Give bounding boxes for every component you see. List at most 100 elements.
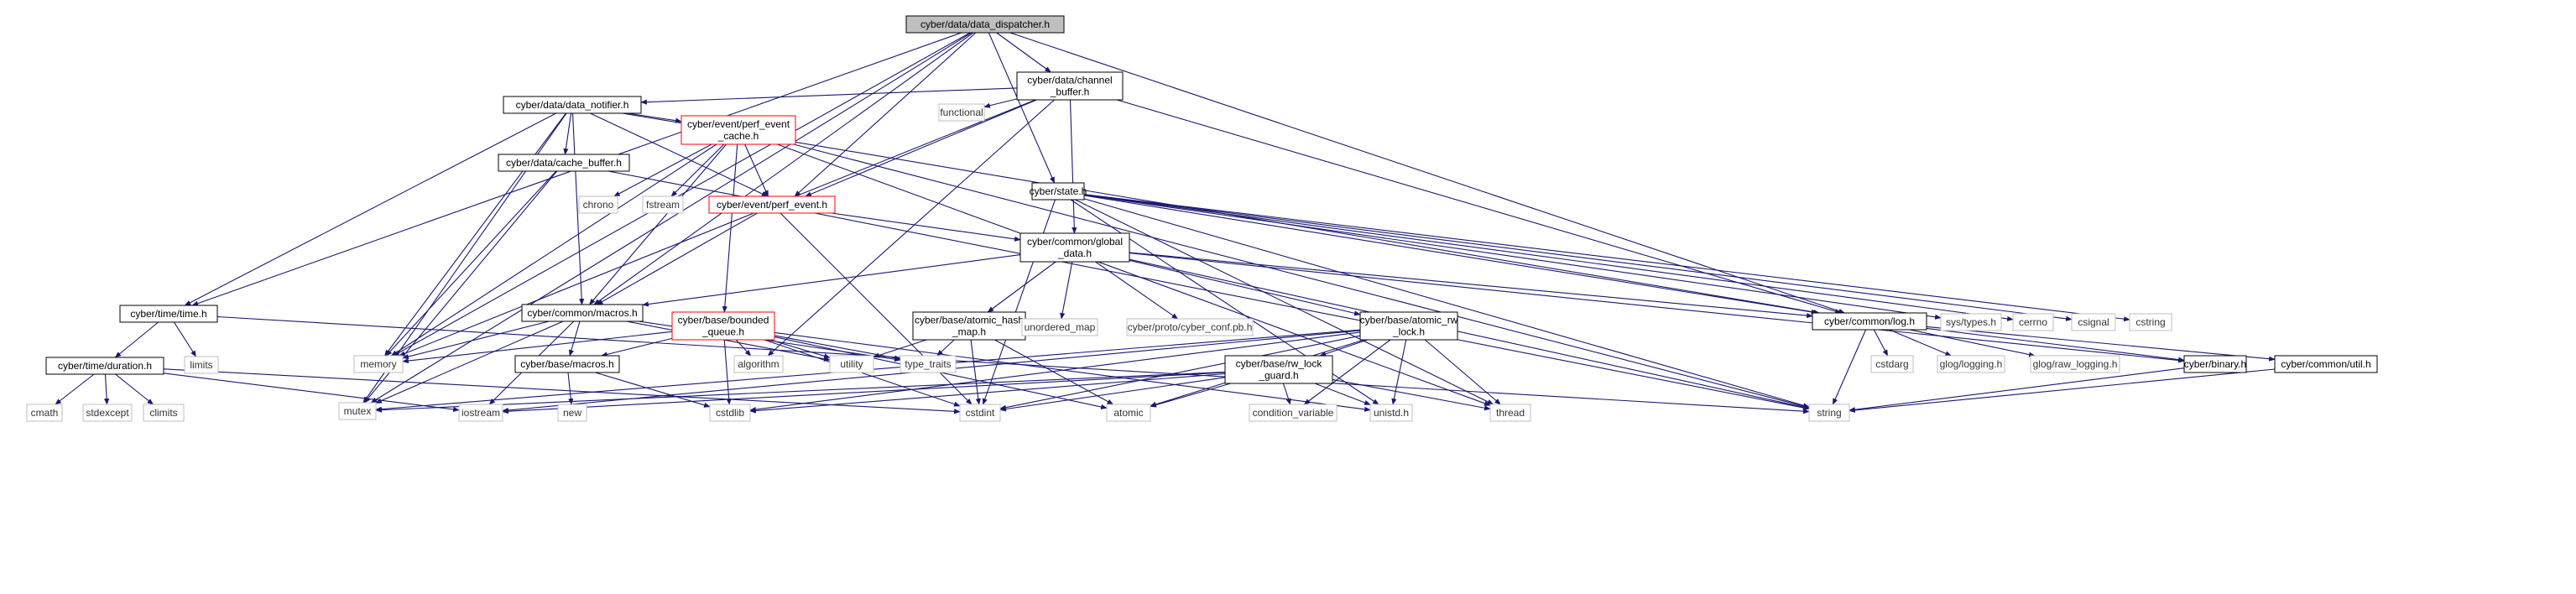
- edge-time-to-limits: [173, 321, 197, 357]
- node-cache-buffer[interactable]: cyber/data/cache_buffer.h: [498, 154, 630, 172]
- node-cmath: cmath: [26, 404, 63, 422]
- node-label: thread: [1496, 407, 1525, 419]
- node-global-data[interactable]: cyber/common/global_data.h: [1019, 232, 1130, 263]
- node-glog-raw-logging: glog/raw_logging.h: [2030, 355, 2120, 373]
- edge-duration-to-iostream: [163, 373, 460, 412]
- node-channel-buffer[interactable]: cyber/data/channel_buffer.h: [1016, 71, 1124, 101]
- node-label: cyber/base/macros.h: [520, 358, 613, 370]
- node-mutex: mutex: [338, 402, 377, 420]
- node-label: cyber/common/log.h: [1824, 315, 1915, 327]
- edge-rw_lock_guard-to-cstdlib: [749, 373, 1226, 414]
- node-cstdint: cstdint: [959, 404, 1001, 422]
- edge-log-to-binary: [1926, 327, 2185, 362]
- edge-macros_base-to-new: [567, 372, 574, 405]
- edge-perf_event_cache-to-string: [793, 143, 1810, 409]
- node-label: string: [1817, 407, 1841, 419]
- edge-rw_lock_guard-to-atomic: [1150, 383, 1231, 408]
- edge-data_notifier-to-perf_event_cache: [627, 112, 682, 123]
- edge-data_notifier-to-macros_common: [571, 112, 585, 305]
- edge-channel_buffer-to-memory: [399, 99, 1036, 357]
- node-cstring: cstring: [2129, 313, 2172, 331]
- edge-state-to-log: [1083, 195, 1818, 315]
- node-label: cyber/common/global: [1027, 236, 1123, 248]
- edge-atomic_rw_lock-to-unistd: [1391, 339, 1407, 405]
- node-new: new: [557, 404, 587, 422]
- node-time[interactable]: cyber/time/time.h: [119, 305, 218, 323]
- edge-root-to-state: [988, 32, 1056, 184]
- node-log[interactable]: cyber/common/log.h: [1812, 312, 1927, 331]
- node-label: cmath: [31, 407, 59, 419]
- node-label: cyber/base/bounded: [678, 315, 769, 326]
- node-type-traits: type_traits: [900, 355, 957, 373]
- node-label: cyber/time/duration.h: [58, 360, 152, 372]
- edge-root-to-log: [1009, 32, 1845, 314]
- node-unordered-map: unordered_map: [1021, 318, 1098, 336]
- edge-channel_buffer-to-functional: [983, 98, 1018, 108]
- edge-global_data-to-log: [1129, 252, 1813, 319]
- node-label: algorithm: [738, 358, 779, 370]
- node-label: cyber/data/data_dispatcher.h: [920, 18, 1050, 30]
- edge-data_notifier-to-memory: [384, 112, 566, 357]
- node-unistd: unistd.h: [1369, 404, 1413, 422]
- node-perf-event[interactable]: cyber/event/perf_event.h: [708, 195, 836, 214]
- edge-rw_lock_guard-to-cstdint: [999, 377, 1226, 412]
- node-macros-common[interactable]: cyber/common/macros.h: [521, 304, 644, 322]
- node-label: cyber/base/rw_lock: [1236, 358, 1323, 370]
- node-rw-lock-guard[interactable]: cyber/base/rw_lock_guard.h: [1224, 355, 1333, 384]
- node-label: condition_variable: [1253, 407, 1334, 419]
- edge-global_data-to-atomic_rw_lock: [1129, 259, 1361, 316]
- edge-binary-to-string: [1849, 367, 2185, 413]
- edge-global_data-to-binary: [1129, 253, 2185, 363]
- node-perf-event-cache[interactable]: cyber/event/perf_event_cache.h: [681, 115, 796, 145]
- edge-log-to-glog_logging: [1889, 329, 1953, 357]
- node-bounded-queue[interactable]: cyber/base/bounded_queue.h: [671, 311, 775, 341]
- node-label: cyber/data/channel: [1027, 75, 1112, 86]
- node-label: new: [563, 407, 581, 419]
- edge-bounded_queue-to-unistd: [774, 331, 1371, 412]
- node-label: csignal: [2078, 316, 2109, 328]
- edge-macros_common-to-utility: [626, 320, 831, 362]
- edge-atomic_rw_lock-to-thread: [1424, 339, 1501, 405]
- node-label: cyber/base/atomic_hash: [915, 315, 1024, 326]
- node-util[interactable]: cyber/common/util.h: [2274, 355, 2378, 373]
- edge-root-to-mutex: [370, 32, 973, 404]
- edge-atomic_rw_lock-to-rw_lock_guard: [1319, 339, 1368, 357]
- edge-duration-to-cmath: [55, 373, 95, 405]
- edge-rw_lock_guard-to-thread: [1332, 378, 1491, 411]
- edge-util-to-string: [1849, 368, 2276, 413]
- edge-rw_lock_guard-to-iostream: [502, 372, 1226, 414]
- node-utility: utility: [829, 355, 874, 373]
- node-atomic-rw-lock[interactable]: cyber/base/atomic_rw_lock.h: [1359, 311, 1458, 341]
- edge-perf_event_cache-to-thread: [777, 143, 1491, 406]
- node-macros-base[interactable]: cyber/base/macros.h: [514, 355, 620, 373]
- edge-bounded_queue-to-macros_base: [601, 337, 673, 357]
- node-cyber-conf: cyber/proto/cyber_conf.pb.h: [1126, 318, 1254, 336]
- node-cstdarg: cstdarg: [1870, 355, 1914, 373]
- node-atomic-hash-map[interactable]: cyber/base/atomic_hash_map.h: [912, 311, 1026, 341]
- edge-duration-to-climits: [115, 373, 154, 405]
- node-label: cyber/event/perf_event: [687, 118, 790, 130]
- edge-duration-to-cstdint: [163, 368, 961, 414]
- edge-channel_buffer-to-global_data: [1069, 99, 1077, 234]
- edge-channel_buffer-to-data_notifier: [640, 87, 1018, 105]
- edge-channel_buffer-to-algorithm: [767, 99, 1055, 357]
- node-algorithm: algorithm: [733, 355, 784, 373]
- node-fstream: fstream: [642, 195, 684, 214]
- node-binary[interactable]: cyber/binary.h: [2183, 355, 2247, 373]
- node-label: functional: [940, 107, 983, 118]
- edge-atomic_hash_map-to-type_traits: [936, 339, 955, 357]
- edge-state-to-cstring: [1083, 194, 2130, 322]
- edge-state-to-cstdint: [982, 199, 1056, 405]
- edge-state-to-thread: [1075, 199, 1494, 405]
- edge-channel_buffer-to-log: [1116, 99, 1842, 314]
- node-string: string: [1808, 404, 1850, 422]
- node-root[interactable]: cyber/data/data_dispatcher.h: [905, 15, 1065, 34]
- edge-perf_event_cache-to-perf_event: [744, 143, 769, 197]
- edge-data_notifier-to-time: [184, 112, 556, 306]
- node-data-notifier[interactable]: cyber/data/data_notifier.h: [503, 96, 642, 114]
- node-label: unistd.h: [1374, 407, 1409, 419]
- node-duration[interactable]: cyber/time/duration.h: [45, 357, 164, 375]
- node-state[interactable]: cyber/state.h: [1030, 182, 1087, 201]
- node-label: _guard.h: [1258, 370, 1298, 382]
- node-label: cyber/base/atomic_rw: [1360, 315, 1458, 326]
